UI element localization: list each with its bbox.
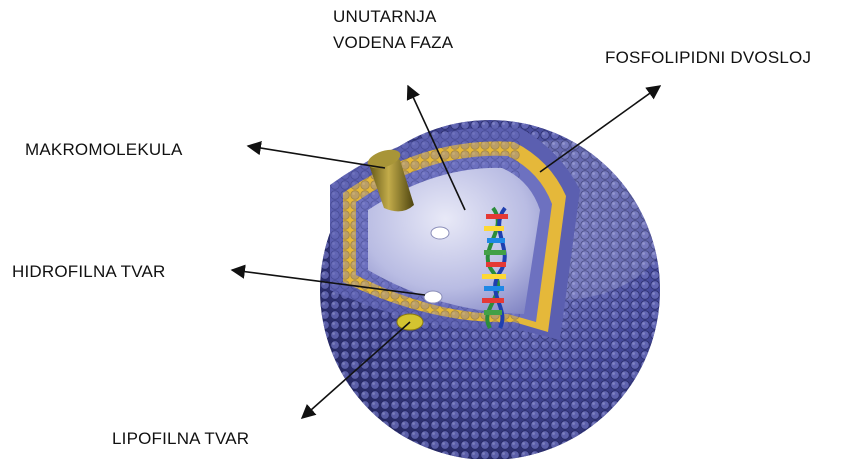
- inner-aqueous-phase-label-line2: VODENA FAZA: [333, 30, 453, 56]
- lipophilic-substance-label: LIPOFILNA TVAR: [112, 429, 249, 449]
- hydrophilic-substance-label: HIDROFILNA TVAR: [12, 262, 166, 282]
- arrow-macromolecule: [248, 146, 385, 168]
- phospholipid-bilayer-label: FOSFOLIPIDNI DVOSLOJ: [605, 48, 811, 68]
- inner-aqueous-phase-label-line1: UNUTARNJA: [333, 4, 453, 30]
- arrow-bilayer: [540, 86, 660, 172]
- inner-aqueous-phase-label: UNUTARNJA VODENA FAZA: [333, 4, 453, 56]
- macromolecule-label: MAKROMOLEKULA: [25, 140, 183, 160]
